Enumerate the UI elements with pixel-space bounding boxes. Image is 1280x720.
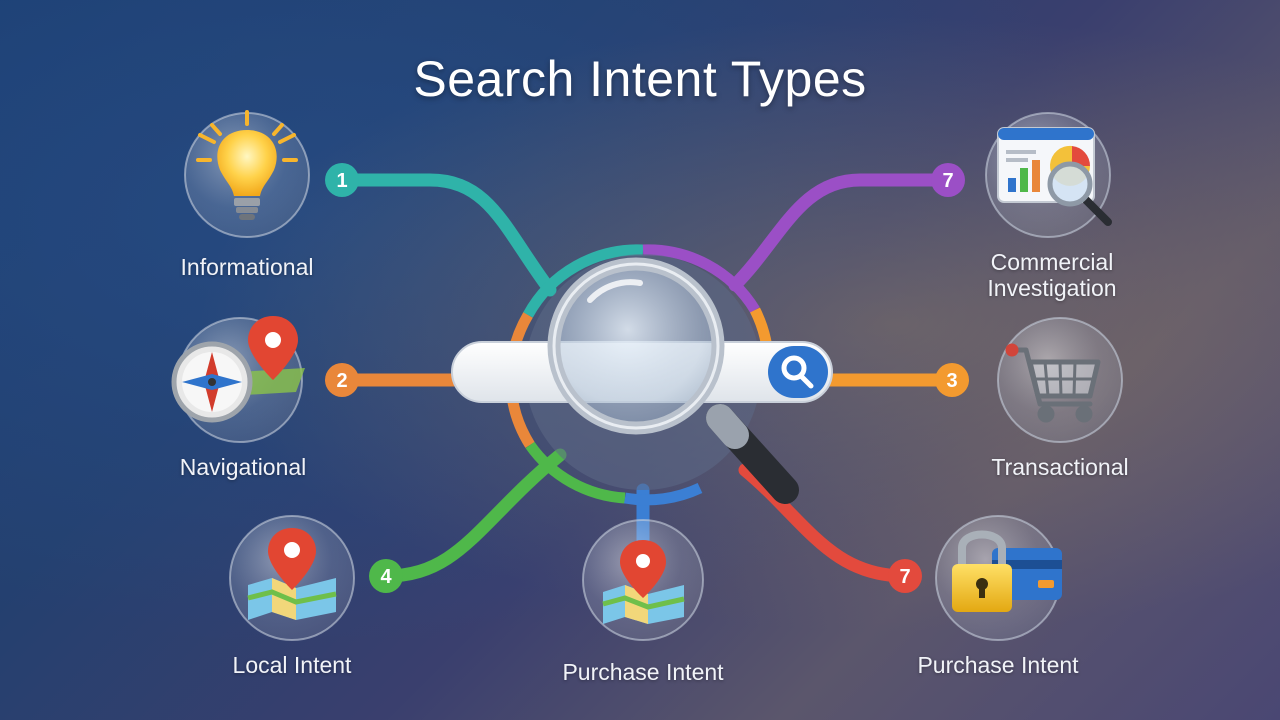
ring-arc-blue	[624, 482, 703, 506]
connector-local	[379, 448, 567, 583]
page-title: Search Intent Types	[413, 51, 867, 107]
connector-commercial	[728, 173, 955, 292]
label-commercial-line1: Commercial	[990, 249, 1114, 275]
badge-navigational: 2	[325, 363, 359, 397]
search-icon[interactable]	[781, 355, 814, 389]
lightbulb-icon	[196, 110, 298, 220]
svg-text:2: 2	[336, 370, 347, 392]
badge-informational: 1	[325, 163, 359, 197]
svg-text:4: 4	[380, 566, 392, 588]
label-navigational: Navigational	[179, 454, 307, 480]
svg-text:3: 3	[946, 370, 957, 392]
badge-purchase-right: 7	[888, 559, 922, 593]
svg-text:1: 1	[336, 170, 347, 192]
label-purchase-right: Purchase Intent	[917, 652, 1079, 678]
badge-local: 4	[369, 559, 403, 593]
magnifying-glass-icon	[547, 257, 799, 504]
lock-card-icon	[952, 530, 1062, 612]
map-pin-icon	[602, 540, 685, 624]
label-local: Local Intent	[232, 652, 352, 678]
ring-arc-teal	[523, 244, 644, 318]
badge-commercial: 7	[931, 163, 965, 197]
svg-text:7: 7	[942, 170, 953, 192]
label-transactional: Transactional	[991, 454, 1129, 480]
map-pin-icon	[247, 528, 337, 620]
connector-informational	[335, 173, 557, 297]
label-informational: Informational	[180, 254, 314, 280]
compass-map-pin-icon	[171, 316, 305, 423]
svg-text:7: 7	[899, 566, 910, 588]
label-purchase-center: Purchase Intent	[562, 659, 724, 685]
analytics-magnifier-icon	[997, 127, 1112, 226]
label-commercial-line2: Investigation	[987, 275, 1117, 301]
ring-arc-purple	[642, 244, 760, 313]
shopping-cart-icon	[1005, 343, 1101, 423]
ring-arc-green	[525, 441, 626, 504]
badge-transactional: 3	[935, 363, 969, 397]
